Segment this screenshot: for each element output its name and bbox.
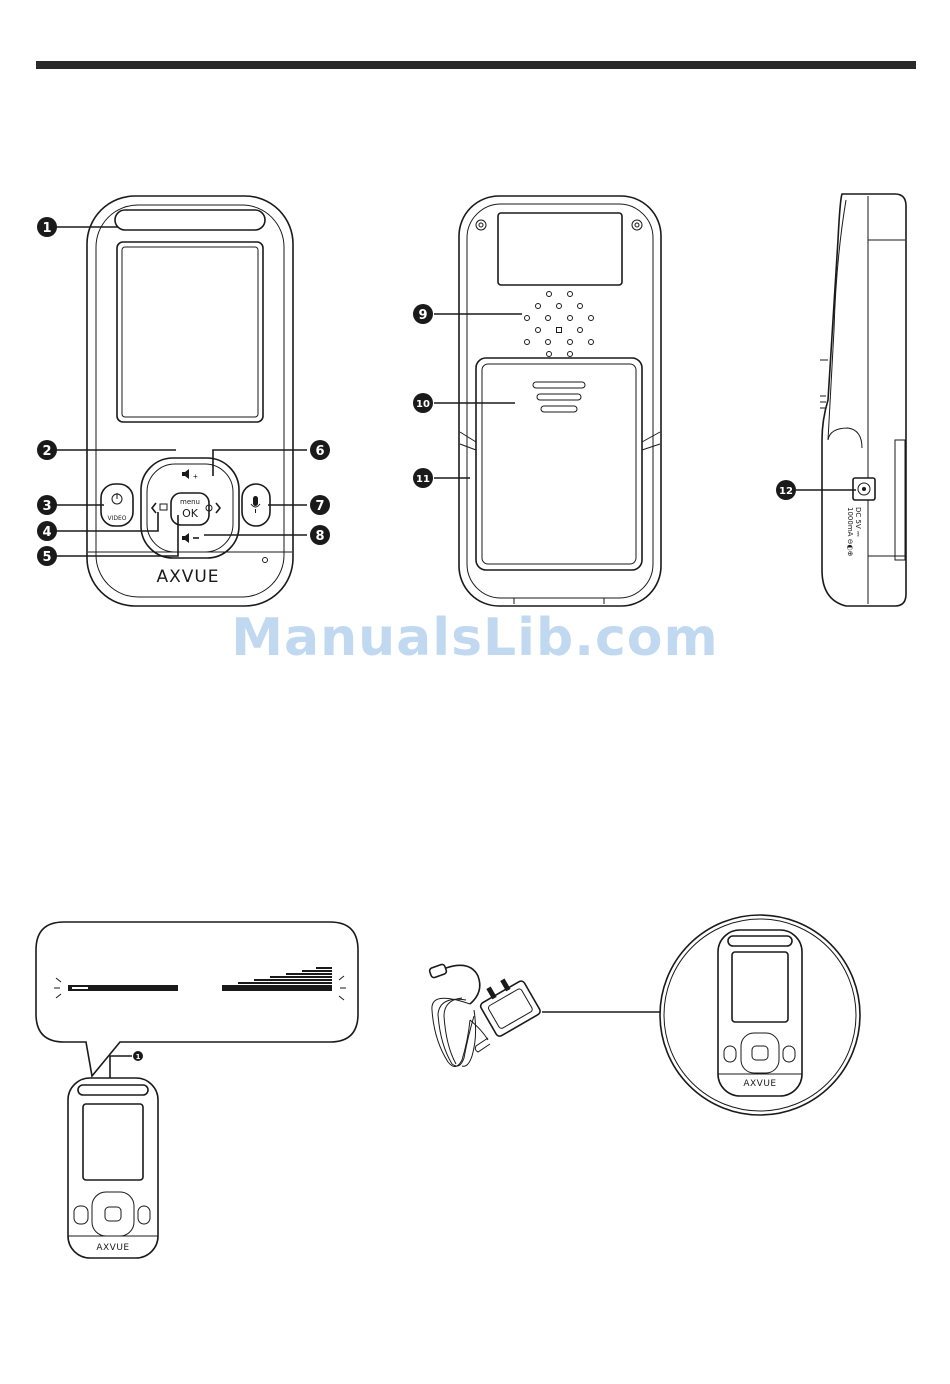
watermark: ManualsLib.com: [0, 608, 950, 668]
svg-text:1: 1: [136, 1053, 141, 1061]
antenna-panel: [498, 213, 622, 285]
sound-light-bar: [115, 210, 265, 230]
front-unit: menu OK + VIDEO AXVUE: [87, 196, 293, 606]
svg-text:1: 1: [42, 221, 51, 236]
level-steps: [222, 967, 332, 991]
back-unit: [459, 196, 661, 606]
svg-text:5: 5: [42, 550, 51, 565]
power-adapter: [429, 964, 660, 1067]
svg-text:6: 6: [315, 444, 324, 459]
svg-text:AXVUE: AXVUE: [743, 1079, 776, 1089]
svg-text:+: +: [193, 472, 198, 481]
dc-current-label: 1000mA ⊖◐⊕: [846, 507, 854, 557]
menu-label: menu: [180, 498, 200, 506]
small-unit-left: AXVUE: [68, 1078, 158, 1258]
svg-text:3: 3: [42, 499, 51, 514]
svg-text:8: 8: [315, 529, 324, 544]
svg-text:12: 12: [779, 486, 793, 497]
dc-rating-label: DC 5V ⎓: [854, 507, 862, 537]
svg-text:11: 11: [416, 474, 430, 485]
circled-unit: AXVUE: [660, 915, 860, 1115]
svg-text:9: 9: [418, 308, 427, 323]
speaker-grille: [525, 292, 594, 357]
callout-discs: 1 2 3 4 5 6 7 8 9 10 11 12: [37, 217, 796, 566]
sound-level-detail: 1: [36, 922, 358, 1078]
svg-text:10: 10: [416, 399, 430, 410]
lcd-screen: [117, 242, 263, 422]
svg-text:AXVUE: AXVUE: [96, 1243, 129, 1253]
svg-text:4: 4: [42, 525, 51, 540]
kickstand: [476, 358, 642, 570]
brand-logo: AXVUE: [156, 567, 219, 587]
side-unit: DC 5V ⎓ 1000mA ⊖◐⊕: [820, 194, 906, 606]
svg-text:7: 7: [315, 499, 324, 514]
ok-label: OK: [182, 507, 199, 520]
svg-text:2: 2: [42, 444, 51, 459]
video-label: VIDEO: [107, 515, 126, 522]
